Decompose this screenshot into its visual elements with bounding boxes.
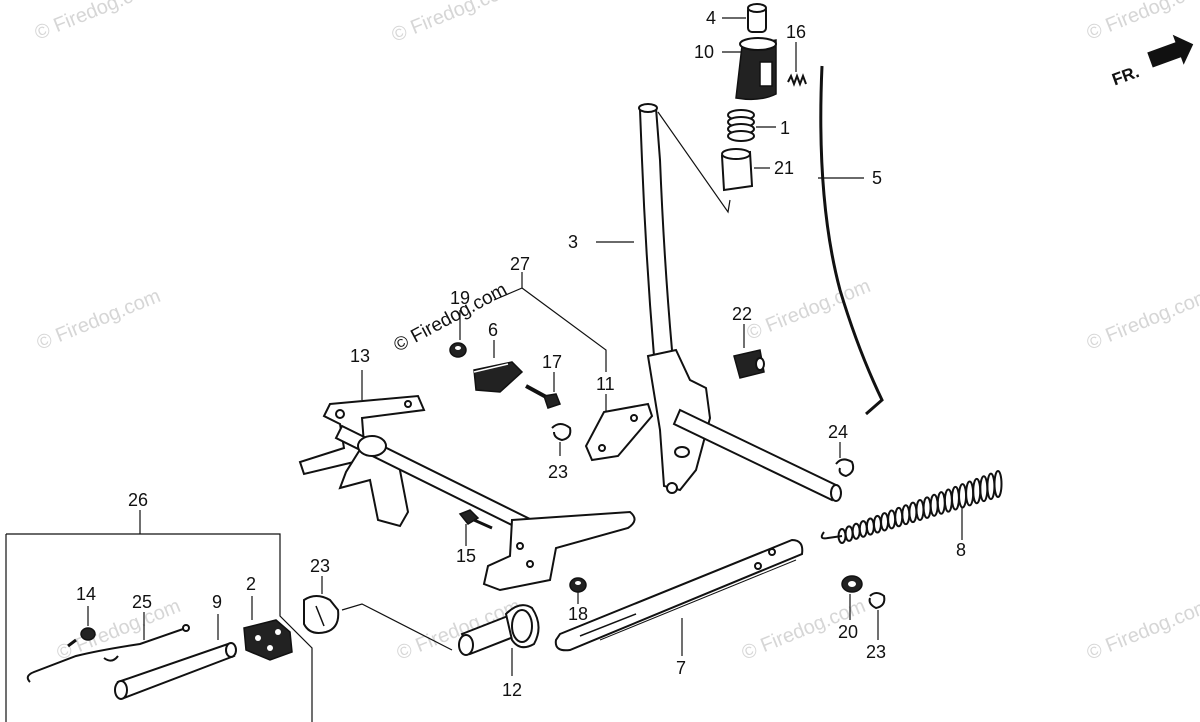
label-22: 22	[732, 304, 752, 324]
part-10-grip	[735, 37, 777, 101]
label-11: 11	[596, 374, 615, 394]
part-12-knob	[458, 604, 540, 656]
label-26: 26	[128, 490, 148, 510]
label-7: 7	[676, 658, 686, 678]
label-16: 16	[786, 22, 806, 42]
spring-coil	[865, 517, 875, 536]
watermark: © Firedog.com	[54, 595, 184, 665]
spring-coil	[993, 470, 1003, 498]
label-10: 10	[694, 42, 714, 62]
label-23-right: 23	[866, 642, 886, 662]
label-27: 27	[510, 254, 530, 274]
label-9: 9	[212, 592, 222, 612]
spring-coil	[950, 485, 960, 511]
label-17: 17	[542, 352, 562, 372]
watermark: © Firedog.com	[1084, 0, 1200, 45]
label-4: 4	[706, 8, 716, 28]
spring-coil	[922, 496, 932, 519]
label-1: 1	[780, 118, 790, 138]
watermark: © Firedog.com	[1084, 595, 1200, 665]
part-14-screw	[67, 627, 96, 648]
part-11-plate	[584, 402, 654, 462]
watermark: © Firedog.com	[1084, 285, 1200, 355]
watermark: © Firedog.com	[34, 285, 164, 355]
label-25: 25	[132, 592, 152, 612]
spring-coil	[943, 488, 953, 513]
arrow-right-icon	[1147, 34, 1194, 68]
spring-coil	[979, 475, 989, 503]
part-19-nut	[449, 342, 467, 358]
group-26-box	[5, 533, 313, 722]
part-17-bolt	[525, 384, 561, 409]
label-23-center: 23	[548, 462, 568, 482]
spring-hook	[820, 531, 843, 540]
part-22-block	[733, 349, 765, 379]
label-2: 2	[246, 574, 256, 594]
lever-shaft	[672, 408, 842, 502]
spring-coil	[986, 472, 996, 501]
part-21-sleeve	[720, 148, 754, 192]
label-20: 20	[838, 622, 858, 642]
label-13: 13	[350, 346, 370, 366]
part-1-spring	[727, 109, 755, 142]
watermarks: © Firedog.com © Firedog.com © Firedog.co…	[32, 0, 1200, 665]
spring-coil	[858, 520, 868, 538]
label-23-left: 23	[310, 556, 330, 576]
spring-coil	[908, 501, 918, 524]
part-2-bracket	[243, 619, 293, 661]
part-18-nut-lower	[569, 577, 587, 593]
label-18-lower: 18	[568, 604, 588, 624]
part-4-cap	[747, 3, 767, 33]
part-6-block	[473, 361, 524, 393]
spring-coil	[901, 504, 911, 526]
spring-coil	[972, 477, 982, 505]
spring-coil	[929, 493, 939, 517]
part-23-clip-left	[303, 595, 340, 634]
arm-bracket	[482, 510, 636, 592]
part-3-control-lever	[638, 103, 712, 494]
spring-coil	[844, 525, 854, 542]
label-12: 12	[502, 680, 522, 700]
part-7-link-arm	[554, 538, 804, 652]
watermark: © Firedog.com	[389, 0, 519, 47]
label-15: 15	[456, 546, 476, 566]
part-8-spring	[820, 470, 1003, 544]
label-21: 21	[774, 158, 794, 178]
label-5: 5	[872, 168, 882, 188]
label-6: 6	[488, 320, 498, 340]
part-15-bolt	[458, 509, 493, 530]
part-5-rod	[819, 65, 884, 416]
front-direction-indicator: FR.	[1110, 34, 1194, 89]
spring-coil	[936, 491, 946, 515]
spring-coil	[958, 483, 968, 509]
spring-coil	[894, 506, 904, 528]
spring-coil	[872, 514, 882, 534]
direction-label: FR.	[1110, 62, 1142, 89]
spring-coil	[965, 480, 975, 507]
part-labels: 4 10 16 1 21 5 3 27 19 6 22 13 17 11 24 …	[76, 8, 966, 700]
part-16-spring	[787, 73, 807, 87]
part-9-pin	[114, 642, 237, 700]
label-19: 19	[450, 288, 470, 308]
part-23-clip-right	[868, 592, 886, 610]
spring-coil	[880, 512, 890, 532]
part-23-clip-center	[551, 423, 572, 442]
spring-coil	[851, 522, 861, 540]
label-8: 8	[956, 540, 966, 560]
part-25-wire	[26, 624, 190, 683]
part-20-washer	[841, 575, 863, 593]
part-24-clip	[835, 458, 855, 478]
spring-coil	[915, 499, 925, 521]
label-24: 24	[828, 422, 848, 442]
label-14: 14	[76, 584, 96, 604]
spring-coil	[887, 509, 897, 530]
watermark: © Firedog.com	[32, 0, 162, 45]
label-3: 3	[568, 232, 578, 252]
